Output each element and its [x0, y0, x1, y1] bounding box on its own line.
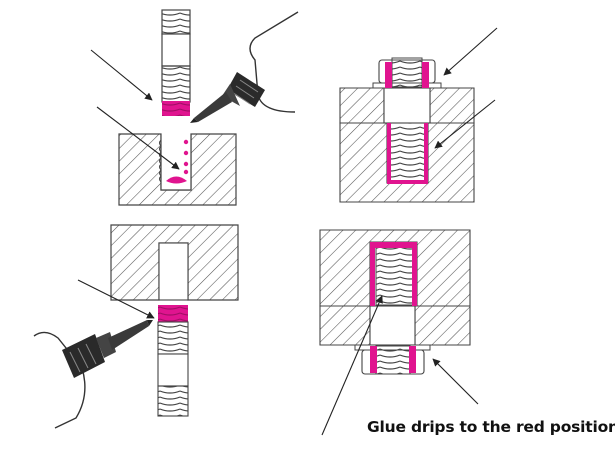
glue-on-nut — [422, 62, 429, 88]
glue-drip — [183, 169, 189, 175]
pointer-arrow — [434, 99, 496, 149]
block-blind-hole — [118, 133, 237, 206]
glue-on-nut — [409, 346, 416, 373]
pointer-arrow — [96, 106, 180, 170]
panel-bottom-right — [319, 229, 479, 436]
glue-on-nut — [385, 62, 392, 88]
pointer-arrow — [432, 358, 479, 405]
glue-drip — [183, 161, 189, 167]
pointer-arrow — [77, 279, 155, 319]
glue-on-nut — [370, 346, 377, 373]
bolt — [161, 9, 191, 116]
pointer-arrow — [443, 27, 498, 76]
panel-top-right — [339, 27, 498, 203]
panel-bottom-left — [33, 224, 239, 429]
caption: Glue drips to the red position — [367, 418, 615, 436]
glue-drip — [183, 150, 189, 156]
glue-drip — [183, 139, 189, 145]
glue-drop — [166, 176, 187, 184]
glue-bottle — [33, 320, 153, 429]
glue-bottle — [190, 11, 299, 123]
panel-top-left — [90, 9, 299, 206]
pointer-arrow — [90, 49, 153, 101]
pointer-arrow — [321, 295, 383, 436]
glue-in-hole — [370, 242, 417, 306]
